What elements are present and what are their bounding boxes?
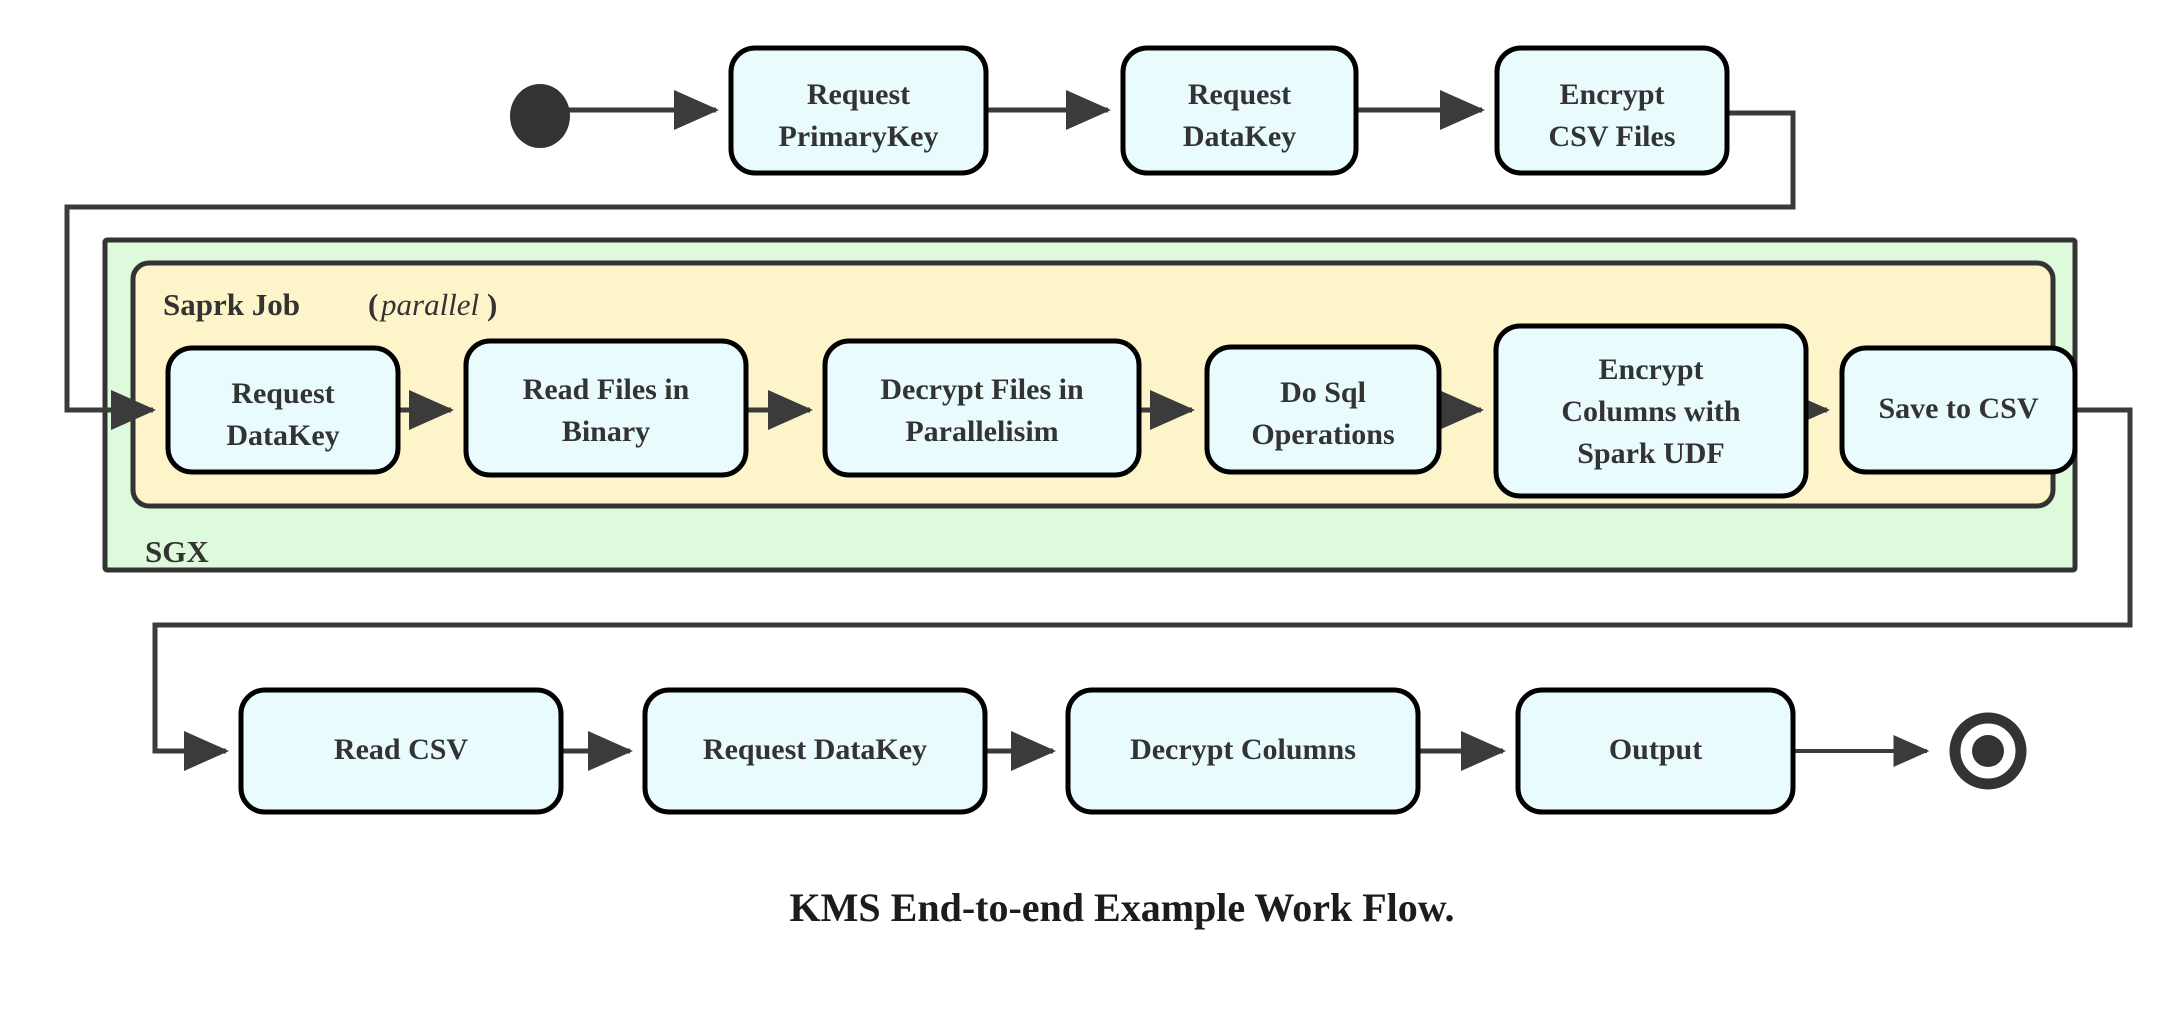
node-label-request-datakey-top-line2: DataKey [1183, 120, 1296, 153]
sgx-label-text: SGX [145, 534, 209, 569]
node-request-primarykey[interactable]: Request PrimaryKey [728, 45, 989, 176]
node-label-encrypt-csv-files-line1: Encrypt [1560, 78, 1665, 111]
spark-job-label-parallel: parallel [379, 287, 479, 322]
spark-job-label: Saprk Job ( parallel ) [163, 287, 497, 322]
node-request-datakey-spark[interactable]: Request DataKey [165, 345, 401, 475]
node-do-sql-operations[interactable]: Do Sql Operations [1204, 344, 1442, 475]
node-label-decrypt-columns: Decrypt Columns [1130, 733, 1356, 766]
sgx-label: SGX [145, 534, 209, 569]
spark-job-label-text: Saprk Job [163, 287, 300, 322]
node-label-do-sql-operations-line2: Operations [1251, 418, 1394, 451]
node-label-read-csv: Read CSV [334, 733, 469, 766]
end-node [1949, 712, 2027, 790]
node-encrypt-csv-files[interactable]: Encrypt CSV Files [1494, 45, 1730, 176]
node-save-to-csv[interactable]: Save to CSV [1839, 345, 2078, 475]
spark-job-label-paren-open: ( [368, 287, 378, 322]
node-label-encrypt-columns-line1: Encrypt [1599, 353, 1704, 386]
spark-job-label-paren-close: ) [487, 287, 497, 322]
node-label-encrypt-csv-files-line2: CSV Files [1549, 120, 1676, 153]
node-label-read-files-in-binary-line1: Read Files in [523, 373, 690, 406]
start-node [510, 84, 570, 148]
node-label-read-files-in-binary-line2: Binary [562, 415, 650, 448]
node-read-files-in-binary[interactable]: Read Files in Binary [463, 338, 749, 478]
node-decrypt-files-in-parallelisim[interactable]: Decrypt Files in Parallelisim [822, 338, 1142, 478]
node-request-datakey-top[interactable]: Request DataKey [1120, 45, 1359, 176]
node-encrypt-columns-with-spark-udf[interactable]: Encrypt Columns with Spark UDF [1493, 323, 1809, 499]
node-label-request-datakey-spark-line1: Request [231, 377, 334, 410]
node-label-decrypt-files-line2: Parallelisim [905, 415, 1058, 448]
node-label-encrypt-columns-line2: Columns with [1561, 395, 1741, 428]
node-label-request-datakey-top-line1: Request [1188, 78, 1291, 111]
node-label-decrypt-files-line1: Decrypt Files in [880, 373, 1084, 406]
node-read-csv[interactable]: Read CSV [238, 687, 564, 815]
edge-encrypt-csv-to-spark-datakey [64, 110, 1796, 430]
node-output[interactable]: Output [1515, 687, 1796, 815]
node-label-output: Output [1609, 733, 1702, 766]
diagram-caption: KMS End-to-end Example Work Flow. [790, 885, 1455, 930]
node-label-encrypt-columns-line3: Spark UDF [1577, 437, 1725, 470]
node-label-request-datakey-bottom: Request DataKey [703, 733, 927, 766]
node-label-request-datakey-spark-line2: DataKey [226, 419, 339, 452]
node-label-request-primarykey-line2: PrimaryKey [779, 120, 939, 153]
node-request-datakey-bottom[interactable]: Request DataKey [642, 687, 988, 815]
node-label-do-sql-operations-line1: Do Sql [1280, 376, 1366, 409]
edge-save-csv-to-read-csv [152, 407, 2133, 771]
node-label-request-primarykey-line1: Request [807, 78, 910, 111]
node-decrypt-columns[interactable]: Decrypt Columns [1065, 687, 1421, 815]
node-label-save-to-csv: Save to CSV [1878, 392, 2038, 425]
